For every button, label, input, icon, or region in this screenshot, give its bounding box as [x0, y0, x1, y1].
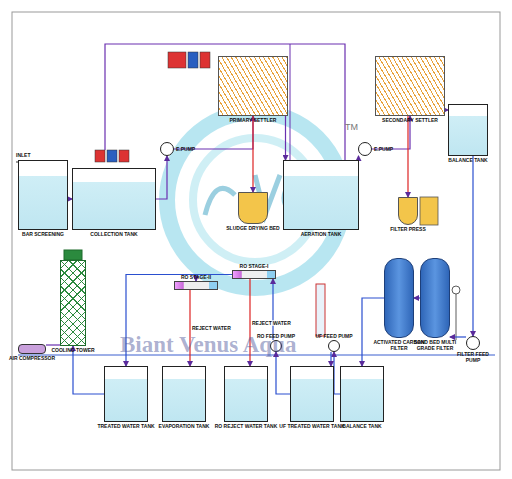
watermark-text: Biant Venus Aqua — [120, 332, 296, 358]
air-pipe — [105, 44, 345, 160]
node-label: UF TREATED WATER TANK — [275, 423, 349, 429]
edge-label: REJECT WATER — [192, 325, 231, 331]
dosing-tank — [119, 150, 129, 162]
hopper-box: FILTER PRESS — [398, 197, 418, 225]
node-label: E.PUMP — [374, 146, 393, 152]
settler-box: PRIMARY SETTLER — [218, 56, 288, 116]
note-label: INLET — [16, 152, 30, 158]
tank: UF TREATED WATER TANK — [290, 366, 334, 422]
filter-press-plate — [420, 197, 438, 225]
pipe-connector — [46, 344, 60, 345]
tank: EVAPORATION TANK — [162, 366, 206, 422]
pipe-connector — [362, 298, 384, 366]
tank: BALANCE TANK — [340, 366, 384, 422]
node-label: RO REJECT WATER TANK — [209, 423, 283, 429]
node-label: TREATED WATER TANK — [89, 423, 163, 429]
dosing-tank — [200, 52, 210, 68]
node-label: RO STAGE-I — [211, 263, 297, 269]
filter-vessel: ACTIVATED CARBON FILTER — [384, 258, 414, 338]
pump-symbol: FILTER FEED PUMP — [466, 336, 480, 350]
pressure-gauge — [452, 286, 460, 294]
pump-symbol: E.PUMP — [358, 142, 372, 156]
frame — [12, 12, 500, 470]
pipe-connector — [276, 352, 290, 394]
node-label: AERATION TANK — [268, 231, 374, 237]
node-label: RO STAGE-II — [153, 274, 239, 280]
node-label: COLLECTION TANK — [57, 231, 171, 237]
pipe-connector — [285, 116, 286, 160]
tank: BALANCE TANK — [448, 104, 488, 156]
tank: BAR SCREENING — [18, 160, 68, 230]
dosing-tank — [95, 150, 105, 162]
node-label: AIR COMPRESSOR — [3, 355, 61, 361]
tower-structure: COOLING TOWER — [60, 260, 86, 346]
dosing-tank — [107, 150, 117, 162]
node-label: UF FEED PUMP — [307, 333, 361, 339]
tank: COLLECTION TANK — [72, 168, 156, 230]
node-label: ACTIVATED CARBON FILTER — [369, 339, 429, 351]
node-label: FILTER FEED PUMP — [451, 351, 495, 363]
node-label: PRIMARY SETTLER — [203, 117, 303, 123]
pipe-connector — [472, 156, 473, 336]
hopper-box: SLUDGE DRYING BED — [238, 192, 268, 224]
pipe-connector — [407, 116, 408, 197]
node-label: EVAPORATION TANK — [147, 423, 221, 429]
node-label: BALANCE TANK — [433, 157, 503, 163]
node-label: SLUDGE DRYING BED — [223, 225, 283, 231]
settler-box: SECONDARY SETTLER — [375, 56, 445, 116]
node-label: COOLING TOWER — [45, 347, 101, 353]
note-label: TM — [345, 122, 358, 132]
air-pipe — [290, 44, 291, 160]
node-label: SECONDARY SETTLER — [360, 117, 460, 123]
gauge-line — [456, 294, 457, 340]
tank: TREATED WATER TANK — [104, 366, 148, 422]
pipe-connector — [450, 336, 466, 337]
pipe-connector — [272, 279, 273, 340]
compressor-symbol: AIR COMPRESSOR — [18, 344, 46, 354]
tank: AERATION TANK — [283, 160, 359, 230]
uf-membrane — [316, 284, 325, 336]
dosing-tank — [188, 52, 198, 68]
membrane-module: RO STAGE-I — [232, 270, 276, 279]
tank: RO REJECT WATER TANK — [224, 366, 268, 422]
edge-label: REJECT WATER — [252, 320, 291, 326]
node-label: FILTER PRESS — [383, 226, 433, 232]
membrane-module: RO STAGE-II — [174, 281, 218, 290]
node-label: E.PUMP — [176, 146, 195, 152]
pipe-connector — [330, 352, 331, 366]
pipe-connector — [73, 346, 104, 394]
pump-symbol: UF FEED PUMP — [328, 340, 340, 352]
pipe-connector — [252, 116, 253, 192]
dosing-tank — [168, 52, 186, 68]
tower-tank — [64, 250, 82, 260]
filter-vessel: SAND BED MULTI GRADE FILTER — [420, 258, 450, 338]
pipe-connector — [156, 156, 167, 199]
pump-symbol: E.PUMP — [160, 142, 174, 156]
node-label: BAR SCREENING — [3, 231, 83, 237]
